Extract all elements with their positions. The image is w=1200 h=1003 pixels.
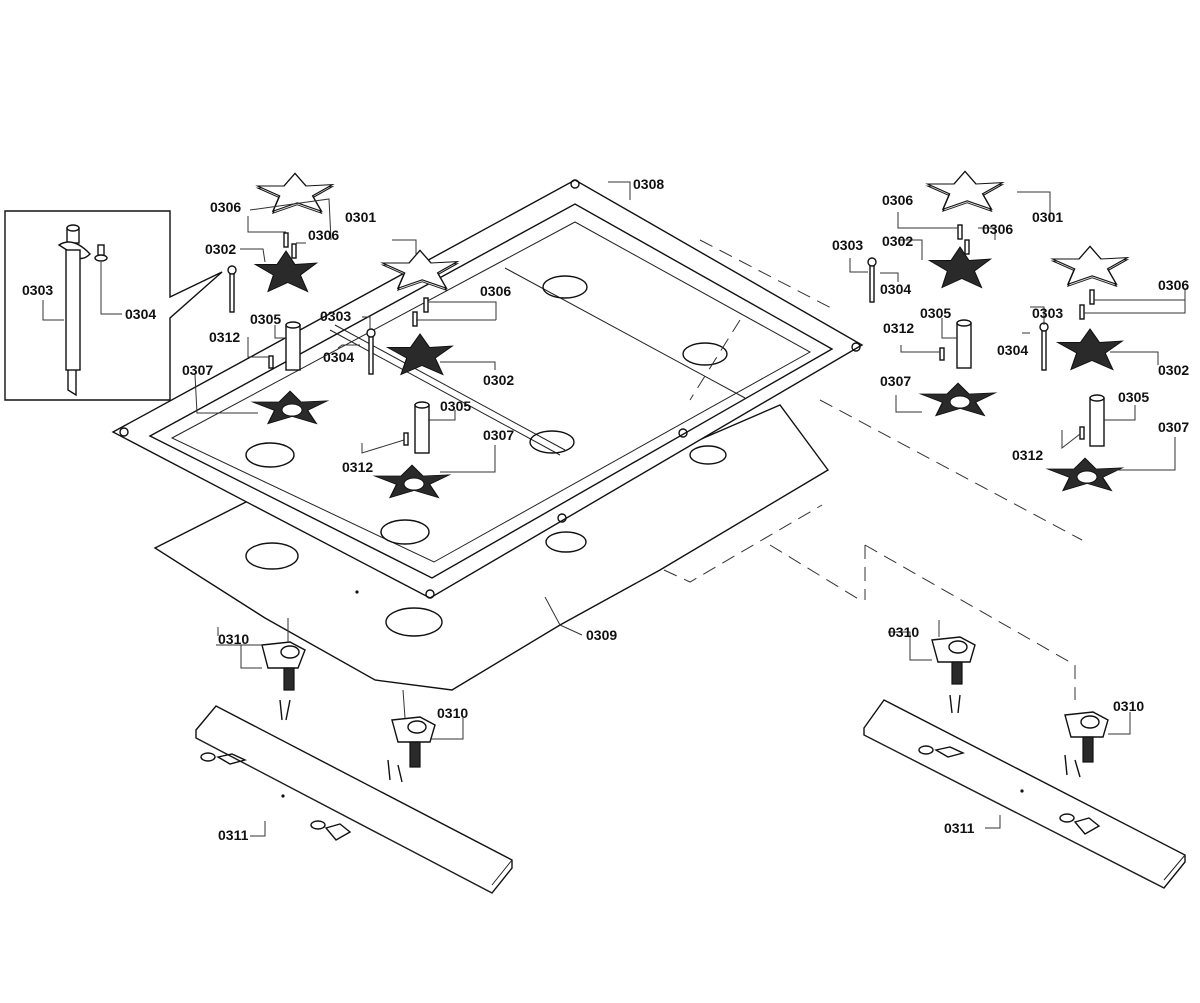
burner-seat [245, 275, 728, 545]
label-0311: 0311 [944, 820, 975, 836]
label-0308: 0308 [633, 176, 664, 192]
label-0305: 0305 [440, 398, 471, 414]
label-0306: 0306 [882, 192, 913, 208]
label-0305: 0305 [250, 311, 281, 327]
label-0302: 0302 [205, 241, 236, 257]
label-0305: 0305 [1118, 389, 1149, 405]
label-0304: 0304 [323, 349, 354, 365]
label-0310: 0310 [437, 705, 468, 721]
inset-screw [94, 244, 108, 262]
injector-holder [1064, 711, 1109, 778]
label-0304: 0304 [880, 281, 911, 297]
bracket-rail [195, 705, 513, 894]
bracket-rail [863, 699, 1186, 889]
label-0301: 0301 [345, 209, 376, 225]
inset-electrode [57, 224, 91, 397]
inset-detail-box [4, 210, 223, 401]
label-0310: 0310 [888, 624, 919, 640]
label-0301: 0301 [1032, 209, 1063, 225]
label-0306: 0306 [210, 199, 241, 215]
label-0306: 0306 [480, 283, 511, 299]
injector-holder [387, 716, 436, 783]
label-0311: 0311 [218, 827, 249, 843]
label-0312: 0312 [883, 320, 914, 336]
label-0304: 0304 [997, 342, 1028, 358]
label-0303: 0303 [1032, 305, 1063, 321]
label-0307: 0307 [483, 427, 514, 443]
label-0306: 0306 [982, 221, 1013, 237]
inset-label-0303: 0303 [22, 282, 53, 298]
label-0312: 0312 [209, 329, 240, 345]
left-burner-b [366, 249, 459, 499]
label-0302: 0302 [1158, 362, 1189, 378]
label-0303: 0303 [832, 237, 863, 253]
label-0309: 0309 [586, 627, 617, 643]
label-0310: 0310 [1113, 698, 1144, 714]
label-0312: 0312 [1012, 447, 1043, 463]
label-0303: 0303 [320, 308, 351, 324]
label-0306: 0306 [308, 227, 339, 243]
right-burner-a [867, 170, 1004, 417]
label-0305: 0305 [920, 305, 951, 321]
injector-holder [261, 641, 306, 721]
label-0307: 0307 [182, 362, 213, 378]
inset-label-0304: 0304 [125, 306, 156, 322]
left-burner-a [227, 172, 334, 425]
injector-holder [931, 636, 976, 714]
label-0307: 0307 [1158, 419, 1189, 435]
right-burner-b [1039, 245, 1129, 492]
label-0310: 0310 [218, 631, 249, 647]
label-0306: 0306 [1158, 277, 1189, 293]
label-0312: 0312 [342, 459, 373, 475]
label-0302: 0302 [882, 233, 913, 249]
label-0302: 0302 [483, 372, 514, 388]
label-0307: 0307 [880, 373, 911, 389]
